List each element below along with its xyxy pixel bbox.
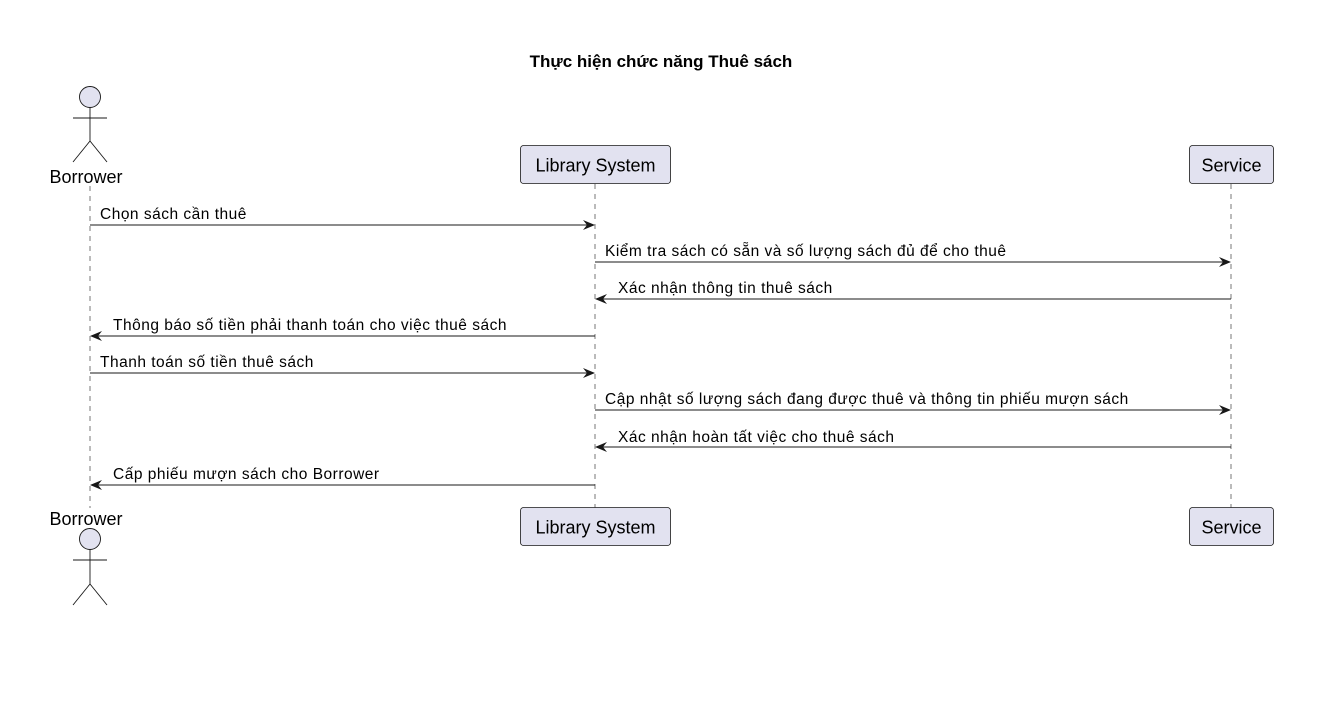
message-label: Cập nhật số lượng sách đang được thuê và… (605, 391, 1129, 408)
actor-head-icon (79, 86, 101, 108)
arrow-left-icon (90, 331, 102, 341)
message-5: Thanh toán số tiền thuê sách (90, 354, 595, 378)
diagram-title: Thực hiện chức năng Thuê sách (530, 52, 793, 71)
participant-service-bottom: Service (1189, 507, 1274, 546)
arrow-left-icon (90, 480, 102, 490)
message-label: Kiểm tra sách có sẵn và số lượng sách đủ… (605, 243, 1007, 260)
participant-label-library-bottom: Library System (535, 518, 655, 538)
actor-label-borrower-top: Borrower (49, 167, 122, 187)
message-1: Chọn sách cần thuê (90, 206, 595, 230)
message-label: Xác nhận thông tin thuê sách (618, 280, 833, 297)
actor-borrower-top: Borrower (49, 86, 123, 187)
arrow-right-icon (583, 220, 595, 230)
participant-label-library-top: Library System (535, 156, 655, 176)
message-label: Chọn sách cần thuê (100, 206, 247, 223)
arrow-left-icon (595, 442, 607, 452)
actor-label-borrower-bottom: Borrower (49, 509, 122, 529)
actor-borrower-bottom: Borrower (49, 509, 123, 606)
message-label: Cấp phiếu mượn sách cho Borrower (113, 466, 380, 483)
message-8: Cấp phiếu mượn sách cho Borrower (90, 466, 595, 490)
participant-label-service-bottom: Service (1201, 518, 1261, 538)
arrow-right-icon (1219, 405, 1231, 415)
message-7: Xác nhận hoàn tất việc cho thuê sách (595, 429, 1231, 452)
participant-library-system-bottom: Library System (520, 507, 671, 546)
arrow-left-icon (595, 294, 607, 304)
participant-label-service-top: Service (1201, 156, 1261, 176)
actor-head-icon (79, 528, 101, 550)
participant-service-top: Service (1189, 145, 1274, 184)
message-4: Thông báo số tiền phải thanh toán cho vi… (90, 317, 595, 341)
message-label: Thanh toán số tiền thuê sách (100, 354, 314, 371)
message-6: Cập nhật số lượng sách đang được thuê và… (595, 391, 1231, 415)
arrow-right-icon (583, 368, 595, 378)
message-3: Xác nhận thông tin thuê sách (595, 280, 1231, 304)
message-label: Xác nhận hoàn tất việc cho thuê sách (618, 429, 895, 446)
message-2: Kiểm tra sách có sẵn và số lượng sách đủ… (595, 243, 1231, 267)
participant-library-system-top: Library System (520, 145, 671, 184)
message-label: Thông báo số tiền phải thanh toán cho vi… (113, 317, 507, 334)
arrow-right-icon (1219, 257, 1231, 267)
